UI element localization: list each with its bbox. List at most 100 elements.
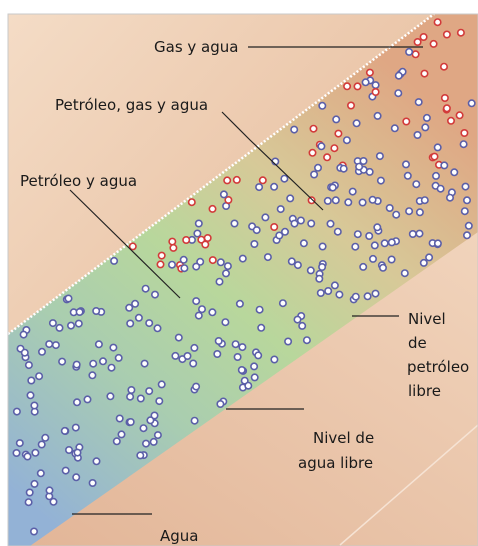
water-bubble (109, 343, 118, 352)
label-oil-water: Petróleo y agua (20, 172, 137, 190)
water-bubble (250, 373, 259, 382)
water-bubble (88, 371, 97, 380)
water-bubble (363, 292, 372, 301)
water-bubble (403, 171, 412, 180)
water-bubble (140, 359, 149, 368)
label-free-water-level-2: agua libre (298, 454, 373, 472)
water-bubble (92, 306, 101, 315)
water-bubble (353, 230, 362, 239)
water-bubble (387, 238, 396, 247)
water-bubble (35, 372, 44, 381)
water-bubble (216, 258, 225, 267)
water-bubble (328, 183, 337, 192)
water-bubble (72, 473, 81, 482)
water-bubble (222, 269, 231, 278)
water-bubble (331, 196, 340, 205)
water-bubble (313, 163, 322, 172)
water-bubble (280, 227, 289, 236)
gas-bubble (411, 50, 420, 59)
water-bubble (15, 439, 24, 448)
water-bubble (150, 411, 159, 420)
water-bubble (171, 351, 180, 360)
water-bubble (270, 355, 279, 364)
water-bubble (250, 240, 259, 249)
gas-bubble (201, 240, 210, 249)
gas-bubble (330, 144, 339, 153)
water-bubble (414, 98, 423, 107)
water-bubble (302, 336, 311, 345)
water-bubble (149, 437, 158, 446)
water-bubble (286, 194, 295, 203)
water-bubble (359, 157, 368, 166)
water-bubble (464, 221, 473, 230)
gas-bubble (455, 111, 464, 120)
water-bubble (371, 81, 380, 90)
base-boundary-highlight (339, 424, 478, 546)
gas-bubble (232, 175, 241, 184)
gas-bubble (365, 68, 374, 77)
water-bubble (174, 333, 183, 342)
water-bubble (401, 160, 410, 169)
water-bubble (425, 253, 434, 262)
water-bubble (145, 319, 154, 328)
water-bubble (145, 387, 154, 396)
gas-bubble (307, 196, 316, 205)
water-bubble (126, 417, 135, 426)
gas-bubble (168, 237, 177, 246)
fluid-bubbles (12, 18, 476, 536)
water-bubble (216, 399, 225, 408)
water-bubble (378, 263, 387, 272)
gas-bubble (402, 117, 411, 126)
water-bubble (189, 359, 198, 368)
water-bubble (252, 226, 261, 235)
gas-bubble (460, 129, 469, 138)
water-bubble (114, 353, 123, 362)
water-bubble (358, 198, 367, 207)
gas-bubble (258, 176, 267, 185)
water-bubble (287, 257, 296, 266)
seal-boundary (7, 13, 435, 335)
water-bubble (421, 123, 430, 132)
gas-bubble (433, 18, 442, 27)
gas-bubble (456, 28, 465, 37)
water-bubble (25, 488, 34, 497)
water-bubble (92, 457, 101, 466)
water-bubble (368, 254, 377, 263)
water-bubble (333, 227, 342, 236)
water-bubble (332, 115, 341, 124)
water-bubble (324, 286, 333, 295)
water-bubble (238, 343, 247, 352)
water-bubble (238, 254, 247, 263)
water-bubble (67, 321, 76, 330)
water-bubble (106, 392, 115, 401)
water-bubble (298, 321, 307, 330)
water-bubble (415, 229, 424, 238)
water-bubble (420, 196, 429, 205)
water-bubble (36, 469, 45, 478)
gas-bubble (413, 37, 422, 46)
water-bubble (183, 351, 192, 360)
water-bubble (394, 71, 403, 80)
water-bubble (323, 196, 332, 205)
water-bubble (126, 392, 135, 401)
water-bubble (365, 232, 374, 241)
gas-bubble (346, 101, 355, 110)
water-bubble (65, 445, 74, 454)
water-bubble (307, 219, 316, 228)
water-bubble (190, 416, 199, 425)
water-bubble (255, 183, 264, 192)
label-free-oil-level-2: de (408, 334, 427, 352)
water-bubble (296, 216, 305, 225)
water-bubble (136, 394, 145, 403)
water-bubble (223, 262, 232, 271)
frame-border (7, 13, 478, 546)
gas-bubble (334, 129, 343, 138)
water-bubble (299, 239, 308, 248)
water-bubble (23, 452, 32, 461)
water-bubble (29, 527, 38, 536)
water-bubble (467, 99, 476, 108)
water-bubble (12, 448, 21, 457)
water-bubble (405, 47, 414, 56)
